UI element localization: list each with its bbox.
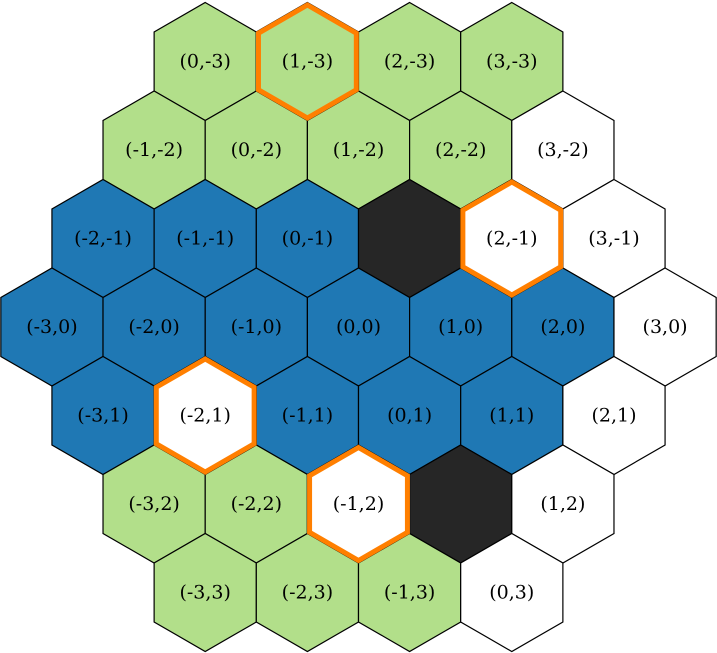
hex-coordinate-label: (-3,0) [26,316,77,338]
hex-coordinate-label: (1,2) [540,493,585,515]
hex-highlight-outline [153,356,257,475]
hex-coordinate-label: (3,-2) [537,139,588,161]
hex-coordinate-label: (0,0) [336,316,381,338]
hex-coordinate-label: (-2,-1) [74,228,132,250]
hex-coordinate-label: (3,0) [643,316,688,338]
hex-coordinate-label: (1,-3) [282,51,333,73]
hex-coordinate-label: (-1,1) [282,405,333,427]
hex-coordinate-label: (1,-2) [333,139,384,161]
hex-coordinate-label: (3,-1) [588,228,639,250]
hex-coordinate-label: (2,1) [591,405,636,427]
hex-coordinate-label: (0,1) [387,405,432,427]
hex-coordinate-label: (-2,0) [128,316,179,338]
hex-coordinate-label: (3,-3) [486,51,537,73]
hex-coordinate-label: (-1,-2) [125,139,183,161]
hex-coordinate-label: (-1,3) [384,582,435,604]
hex-coordinate-label: (2,-3) [384,51,435,73]
hex-cell-white [460,532,564,653]
hex-coordinate-label: (0,3) [489,582,534,604]
hex-coordinate-label: (2,0) [540,316,585,338]
hex-coordinate-label: (2,-1) [486,228,537,250]
hex-labels-layer: (0,-3) (1,-3) (2,-3) (3,-3) (-1,-2) (0,-2) (1,… [26,51,687,604]
hex-coordinate-label: (2,-2) [435,139,486,161]
hex-coordinate-label: (-3,3) [179,582,230,604]
hex-coordinate-label: (0,-2) [231,139,282,161]
hex-coordinate-label: (0,-3) [179,51,230,73]
hex-coordinate-label: (-3,1) [77,405,128,427]
hex-coordinate-label: (-2,2) [231,493,282,515]
hex-coordinate-label: (0,-1) [282,228,333,250]
hex-coordinate-label: (-1,-1) [176,228,234,250]
hex-highlight-outline [460,179,564,298]
hex-highlight-layer [153,2,564,564]
hex-coordinate-label: (1,0) [438,316,483,338]
hex-highlight-outline [255,2,359,121]
hex-highlight-outline [307,444,410,564]
hex-coordinate-label: (1,1) [489,405,534,427]
hex-coordinate-label: (-1,2) [333,493,384,515]
hex-coordinate-label: (-2,1) [179,405,230,427]
hex-coordinate-label: (-2,3) [282,582,333,604]
hex-coordinate-label: (-1,0) [231,316,282,338]
hex-coordinate-label: (-3,2) [128,493,179,515]
